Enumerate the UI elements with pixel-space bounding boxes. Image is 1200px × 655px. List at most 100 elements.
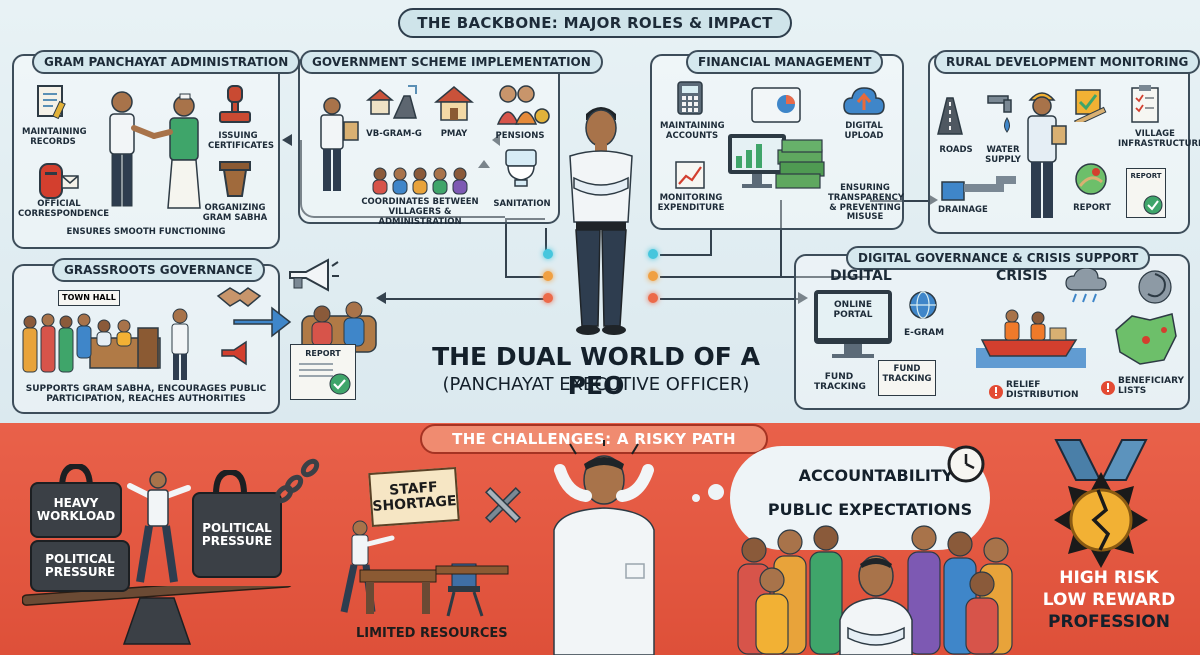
low-reward-label: LOW REWARD (1042, 590, 1176, 610)
label-sanitation: SANITATION (493, 199, 551, 209)
handshake-icon (216, 287, 262, 307)
wire-right-2 (710, 230, 712, 256)
label-coordinates: COORDINATES BETWEEN VILLAGERS & ADMINIST… (361, 197, 479, 227)
kettlebell-handle-right (213, 470, 247, 495)
portal-base (832, 354, 874, 358)
dot-red-right (648, 293, 658, 303)
label-water-supply: WATER SUPPLY (985, 145, 1021, 165)
cyclone-icon (1138, 270, 1172, 304)
dot-red-left (543, 293, 553, 303)
rain-cloud-icon (1065, 268, 1107, 303)
arrow-heads (282, 134, 938, 304)
high-risk-label: HIGH RISK (1059, 568, 1159, 588)
mailbox-icon (39, 163, 79, 199)
alert-icon-relief (989, 385, 1003, 399)
kettlebell-handle-left (59, 464, 93, 489)
wire-left-3 (300, 140, 505, 218)
label-ensuring-transparency: ENSURING TRANSPARENCY & PREVENTING MISUS… (828, 183, 905, 223)
wire-left-5 (385, 298, 545, 300)
measuring-tools-icon (1073, 89, 1107, 122)
map-pin-icon (1075, 163, 1107, 195)
label-maintaining-records: MAINTAINING RECORDS (22, 127, 87, 147)
records-icon (37, 85, 66, 120)
staff-shortage-sign: STAFF SHORTAGE (368, 466, 460, 528)
seesaw-base-icon (22, 586, 292, 645)
report-card-label: REPORT (1130, 172, 1162, 180)
water-tap-icon (987, 95, 1012, 133)
label-drainage: DRAINAGE (938, 205, 988, 215)
panel-title-rural: RURAL DEVELOPMENT MONITORING (934, 50, 1200, 74)
wire-left-1 (505, 218, 545, 248)
peo-officer-illustration (569, 107, 633, 335)
panel-title-financial: FINANCIAL MANAGEMENT (686, 50, 884, 74)
challenges-header: THE CHALLENGES: A RISKY PATH (420, 424, 768, 454)
label-e-gram: E-GRAM (903, 328, 945, 338)
balancing-officer-illustration (127, 471, 191, 583)
clock-icon (947, 445, 985, 483)
report-card: REPORT (1126, 168, 1166, 218)
villagers-group-icon (372, 167, 468, 195)
big-arrow-icon (233, 306, 292, 338)
road-icon (937, 97, 963, 135)
dot-orange-right (648, 271, 658, 281)
thought-bubble (730, 446, 990, 550)
label-monitoring-expenditure: MONITORING EXPENDITURE (657, 193, 725, 213)
label-official-correspondence: OFFICIAL CORRESPONDENCE (18, 199, 110, 219)
dot-cyan-left (543, 249, 553, 259)
wire-right-4 (780, 200, 870, 278)
officials-handshake-illustration (109, 91, 201, 209)
district-map-icon (1115, 313, 1177, 365)
label-beneficiary-lists: BENEFICIARY LISTS (1118, 376, 1185, 397)
fund-tracking-card: FUND TRACKING (878, 360, 936, 396)
portal-stand (844, 344, 862, 354)
thought-bubble-small-1 (708, 484, 724, 500)
officer-with-clipboard-illustration (320, 97, 359, 191)
panel-title-grassroots: GRASSROOTS GOVERNANCE (52, 258, 265, 282)
alert-icon-beneficiary (1101, 381, 1115, 395)
portal-screen (818, 294, 888, 338)
label-supports-gram-sabha: SUPPORTS GRAM SABHA, ENCOURAGES PUBLIC P… (25, 384, 267, 405)
label-roads: ROADS (939, 145, 973, 155)
label-report: REPORT (1073, 203, 1111, 213)
dot-orange-left (543, 271, 553, 281)
stamp-icon (219, 85, 251, 123)
cloud-upload-icon (843, 87, 885, 115)
portal-monitor: ONLINE PORTAL (814, 290, 892, 344)
digital-label: DIGITAL (830, 268, 892, 284)
wire-right-1 (660, 254, 712, 256)
report-lines (299, 363, 333, 365)
broken-chain-icon (274, 458, 320, 504)
megaphone-icon (289, 258, 339, 292)
label-relief-distribution: RELIEF DISTRIBUTION (1006, 380, 1079, 401)
toilet-icon (505, 149, 537, 187)
empty-office-illustration (340, 520, 509, 617)
broken-medal-icon (1054, 439, 1148, 568)
wire-left-4 (505, 276, 545, 278)
engineer-inspector-illustration (1027, 92, 1067, 218)
label-vb-gram-g: VB-GRAM-G (366, 129, 422, 139)
expenditure-chart-icon (675, 161, 705, 189)
main-title: THE DUAL WORLD OF A PEO (432, 342, 760, 400)
town-hall-sign: TOWN HALL (58, 290, 120, 306)
gram-sabha-meeting-illustration (22, 308, 189, 380)
limited-resources-label: LIMITED RESOURCES (356, 626, 508, 641)
wire-right-3 (660, 276, 780, 278)
people-discussion-illustration (301, 301, 377, 353)
panel-title-scheme: GOVERNMENT SCHEME IMPLEMENTATION (300, 50, 603, 74)
check-circle-icon (1143, 195, 1163, 215)
panel-title-gram-panchayat: GRAM PANCHAYAT ADMINISTRATION (32, 50, 301, 74)
megaphone-small-icon (221, 340, 247, 366)
stressed-officer-illustration (553, 440, 655, 655)
wire-right-5 (660, 298, 800, 300)
weight-heavy-workload: HEAVY WORKLOAD (30, 482, 122, 538)
weight-political-pressure-left: POLITICAL PRESSURE (30, 540, 130, 592)
public-expectations-label: PUBLIC EXPECTATIONS (767, 500, 973, 519)
wire-right-6 (870, 200, 930, 202)
weight-political-pressure-right: POLITICAL PRESSURE (192, 492, 282, 578)
crisis-label: CRISIS (996, 268, 1048, 284)
rescue-boat-illustration (976, 309, 1086, 368)
label-maintaining-accounts: MAINTAINING ACCOUNTS (660, 121, 725, 141)
drainage-pipe-icon (941, 176, 1016, 201)
label-issuing-certificates: ISSUING CERTIFICATES (208, 131, 275, 151)
calculator-icon (677, 81, 703, 115)
